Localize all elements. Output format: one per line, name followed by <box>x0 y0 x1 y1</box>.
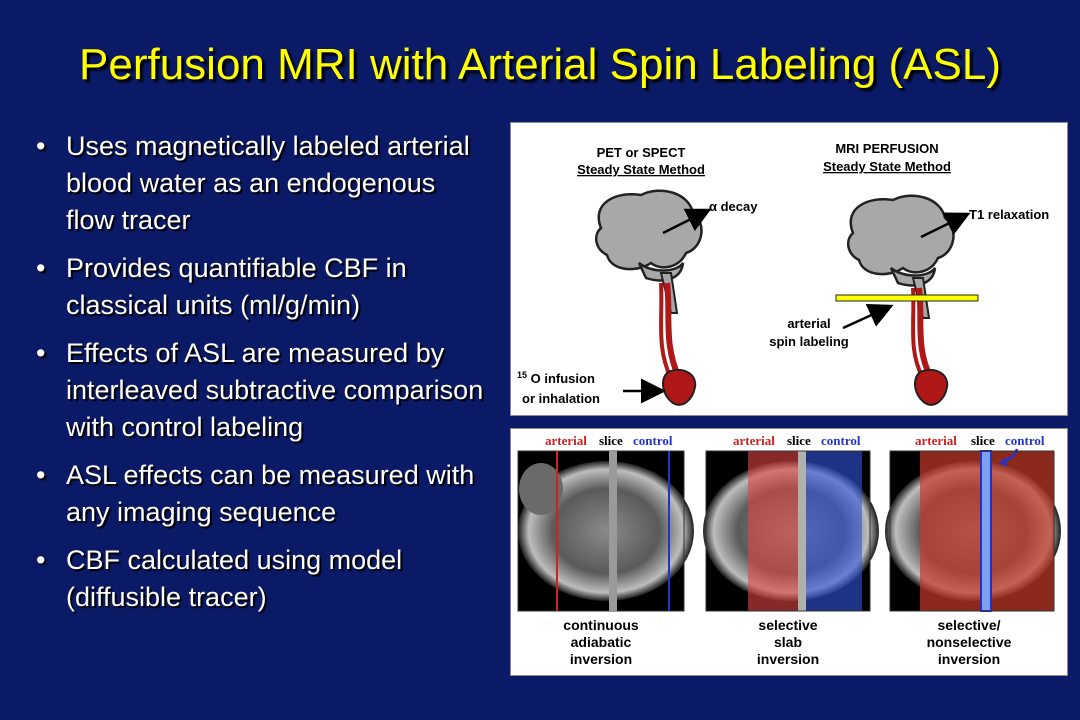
svg-text:inversion: inversion <box>938 651 1000 667</box>
left-brain-illustration <box>594 189 703 406</box>
left-subheading: Steady State Method <box>577 162 705 177</box>
svg-text:continuous: continuous <box>563 617 639 633</box>
svg-text:adiabatic: adiabatic <box>571 634 632 650</box>
bullet-item: Uses magnetically labeled arterial blood… <box>28 128 488 239</box>
svg-text:arterial: arterial <box>545 433 587 448</box>
slide-title: Perfusion MRI with Arterial Spin Labelin… <box>79 40 1001 89</box>
svg-text:control: control <box>633 433 673 448</box>
svg-text:arterial: arterial <box>733 433 775 448</box>
bullet-list: Uses magnetically labeled arterial blood… <box>28 128 488 627</box>
bullet-item: Effects of ASL are measured by interleav… <box>28 335 488 446</box>
right-subheading: Steady State Method <box>823 159 951 174</box>
infusion-label-line1: 15 O infusion <box>517 370 595 386</box>
decay-label: α decay <box>709 199 758 214</box>
svg-text:control: control <box>1005 433 1045 448</box>
svg-text:inversion: inversion <box>570 651 632 667</box>
tracer-diagram: PET or SPECT Steady State Method MRI PER… <box>517 141 1049 406</box>
mri-image-nonselective: arterial slice control selective/ nonsel… <box>885 433 1061 667</box>
right-heading: MRI PERFUSION <box>835 141 938 156</box>
svg-text:slab: slab <box>774 634 802 650</box>
svg-text:selective: selective <box>758 617 817 633</box>
svg-text:slice: slice <box>787 433 811 448</box>
asl-labeling-figure: arterial slice control continuous adiaba… <box>517 433 1061 667</box>
infusion-label-line2: or inhalation <box>522 391 600 406</box>
svg-text:selective/: selective/ <box>937 617 1000 633</box>
svg-text:nonselective: nonselective <box>927 634 1012 650</box>
svg-text:slice: slice <box>599 433 623 448</box>
spin-label-line1: arterial <box>787 316 830 331</box>
svg-text:inversion: inversion <box>757 651 819 667</box>
labeling-plane <box>835 294 979 302</box>
svg-text:arterial: arterial <box>915 433 957 448</box>
right-brain-illustration <box>846 194 955 406</box>
tracer-diagram-panel: PET or SPECT Steady State Method MRI PER… <box>510 122 1068 416</box>
spin-label-line2: spin labeling <box>769 334 849 349</box>
bullet-item: ASL effects can be measured with any ima… <box>28 457 488 531</box>
left-heading: PET or SPECT <box>597 145 686 160</box>
bullet-item: Provides quantifiable CBF in classical u… <box>28 250 488 324</box>
asl-labeling-panel: arterial slice control continuous adiaba… <box>510 428 1068 676</box>
mri-image-slab: arterial slice control selective slab in… <box>703 433 879 667</box>
bullet-item: CBF calculated using model (diffusible t… <box>28 542 488 616</box>
svg-text:slice: slice <box>971 433 995 448</box>
t1-relaxation-label: T1 relaxation <box>969 207 1049 222</box>
mri-image-continuous: arterial slice control continuous adiaba… <box>517 433 694 667</box>
svg-text:control: control <box>821 433 861 448</box>
